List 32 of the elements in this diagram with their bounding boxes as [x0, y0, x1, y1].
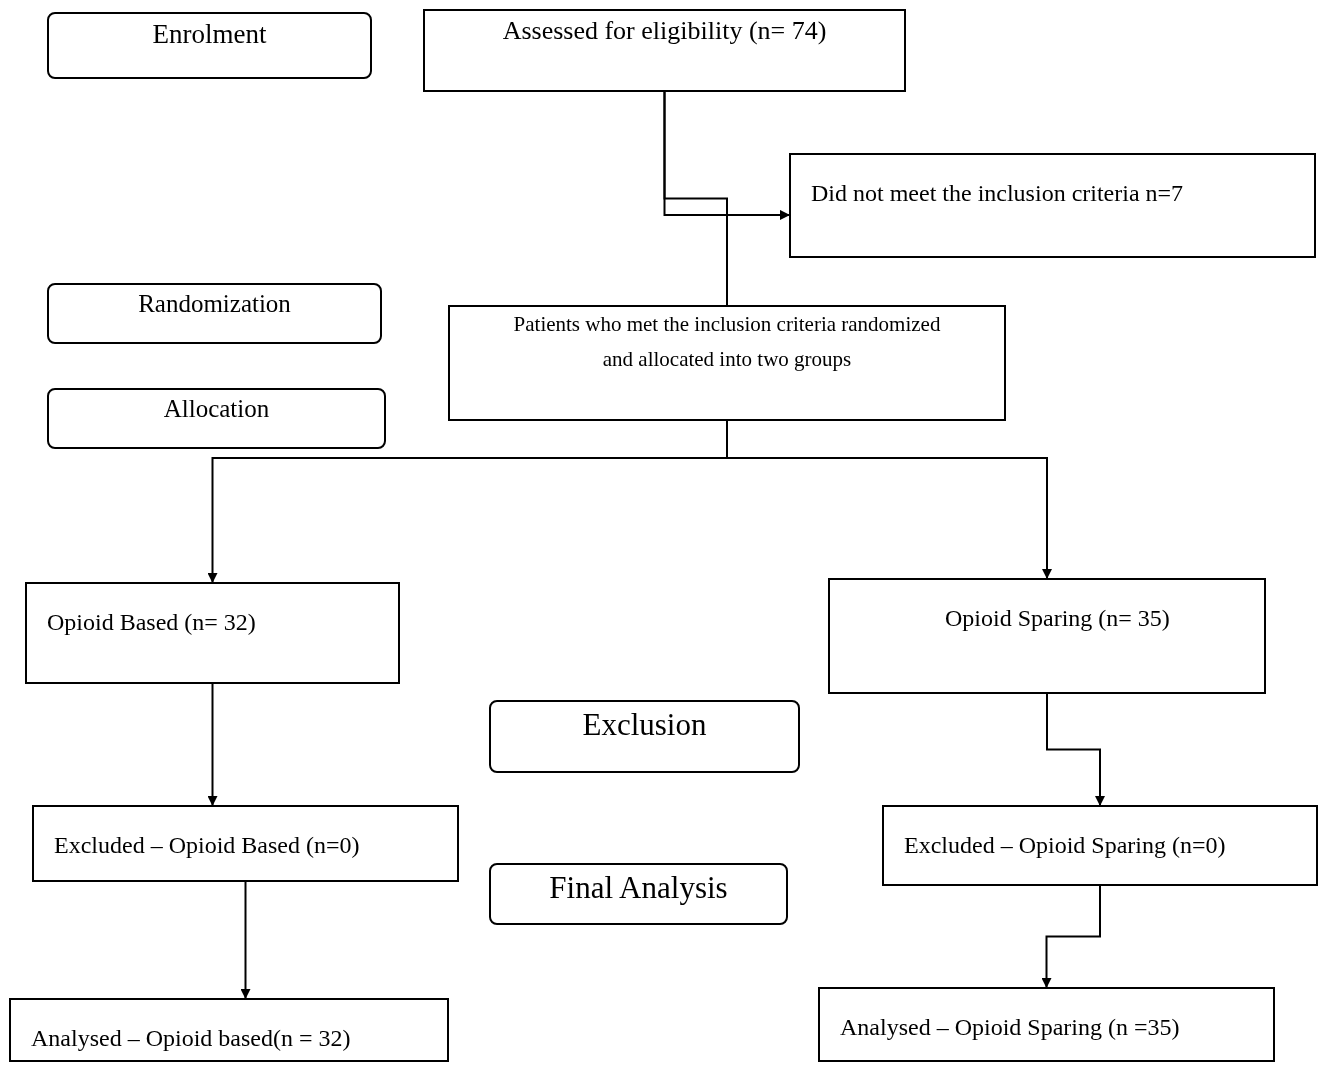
- stage-label: [47, 388, 386, 449]
- process-box: [818, 987, 1275, 1062]
- box-text: Excluded – Opioid Sparing (n=0): [904, 831, 1226, 860]
- stage-label: [47, 283, 382, 344]
- stage-label: [47, 12, 372, 79]
- process-box: [25, 582, 400, 684]
- process-box: [9, 998, 449, 1062]
- box-text: Did not meet the inclusion criteria n=7: [811, 179, 1184, 208]
- box-text: Patients who met the inclusion criteria randomized and allocated into two groups: [512, 311, 942, 373]
- process-box: [423, 9, 906, 92]
- arrow: [1041, 885, 1101, 988]
- box-text: Assessed for eligibility (n= 74): [502, 15, 827, 47]
- stage-label: [489, 700, 800, 773]
- stage-label: [489, 863, 788, 925]
- box-text: Opioid Sparing (n= 35): [945, 604, 1170, 633]
- arrow: [1046, 693, 1105, 806]
- process-box: [789, 153, 1316, 258]
- box-text: Randomization: [138, 289, 291, 319]
- box-text: Opioid Based (n= 32): [47, 608, 256, 637]
- process-box: [32, 805, 459, 882]
- process-box: [882, 805, 1318, 886]
- box-text: Excluded – Opioid Based (n=0): [54, 831, 360, 860]
- box-text: Analysed – Opioid based(n = 32): [31, 1024, 351, 1053]
- box-text: Enrolment: [152, 18, 267, 51]
- box-text: Allocation: [163, 394, 270, 424]
- arrow: [240, 881, 251, 999]
- process-box: [828, 578, 1266, 694]
- process-box: [448, 305, 1006, 421]
- box-text: Analysed – Opioid Sparing (n =35): [840, 1013, 1180, 1042]
- box-text: Exclusion: [582, 706, 707, 744]
- arrow: [207, 683, 218, 806]
- box-text: Final Analysis: [549, 869, 728, 907]
